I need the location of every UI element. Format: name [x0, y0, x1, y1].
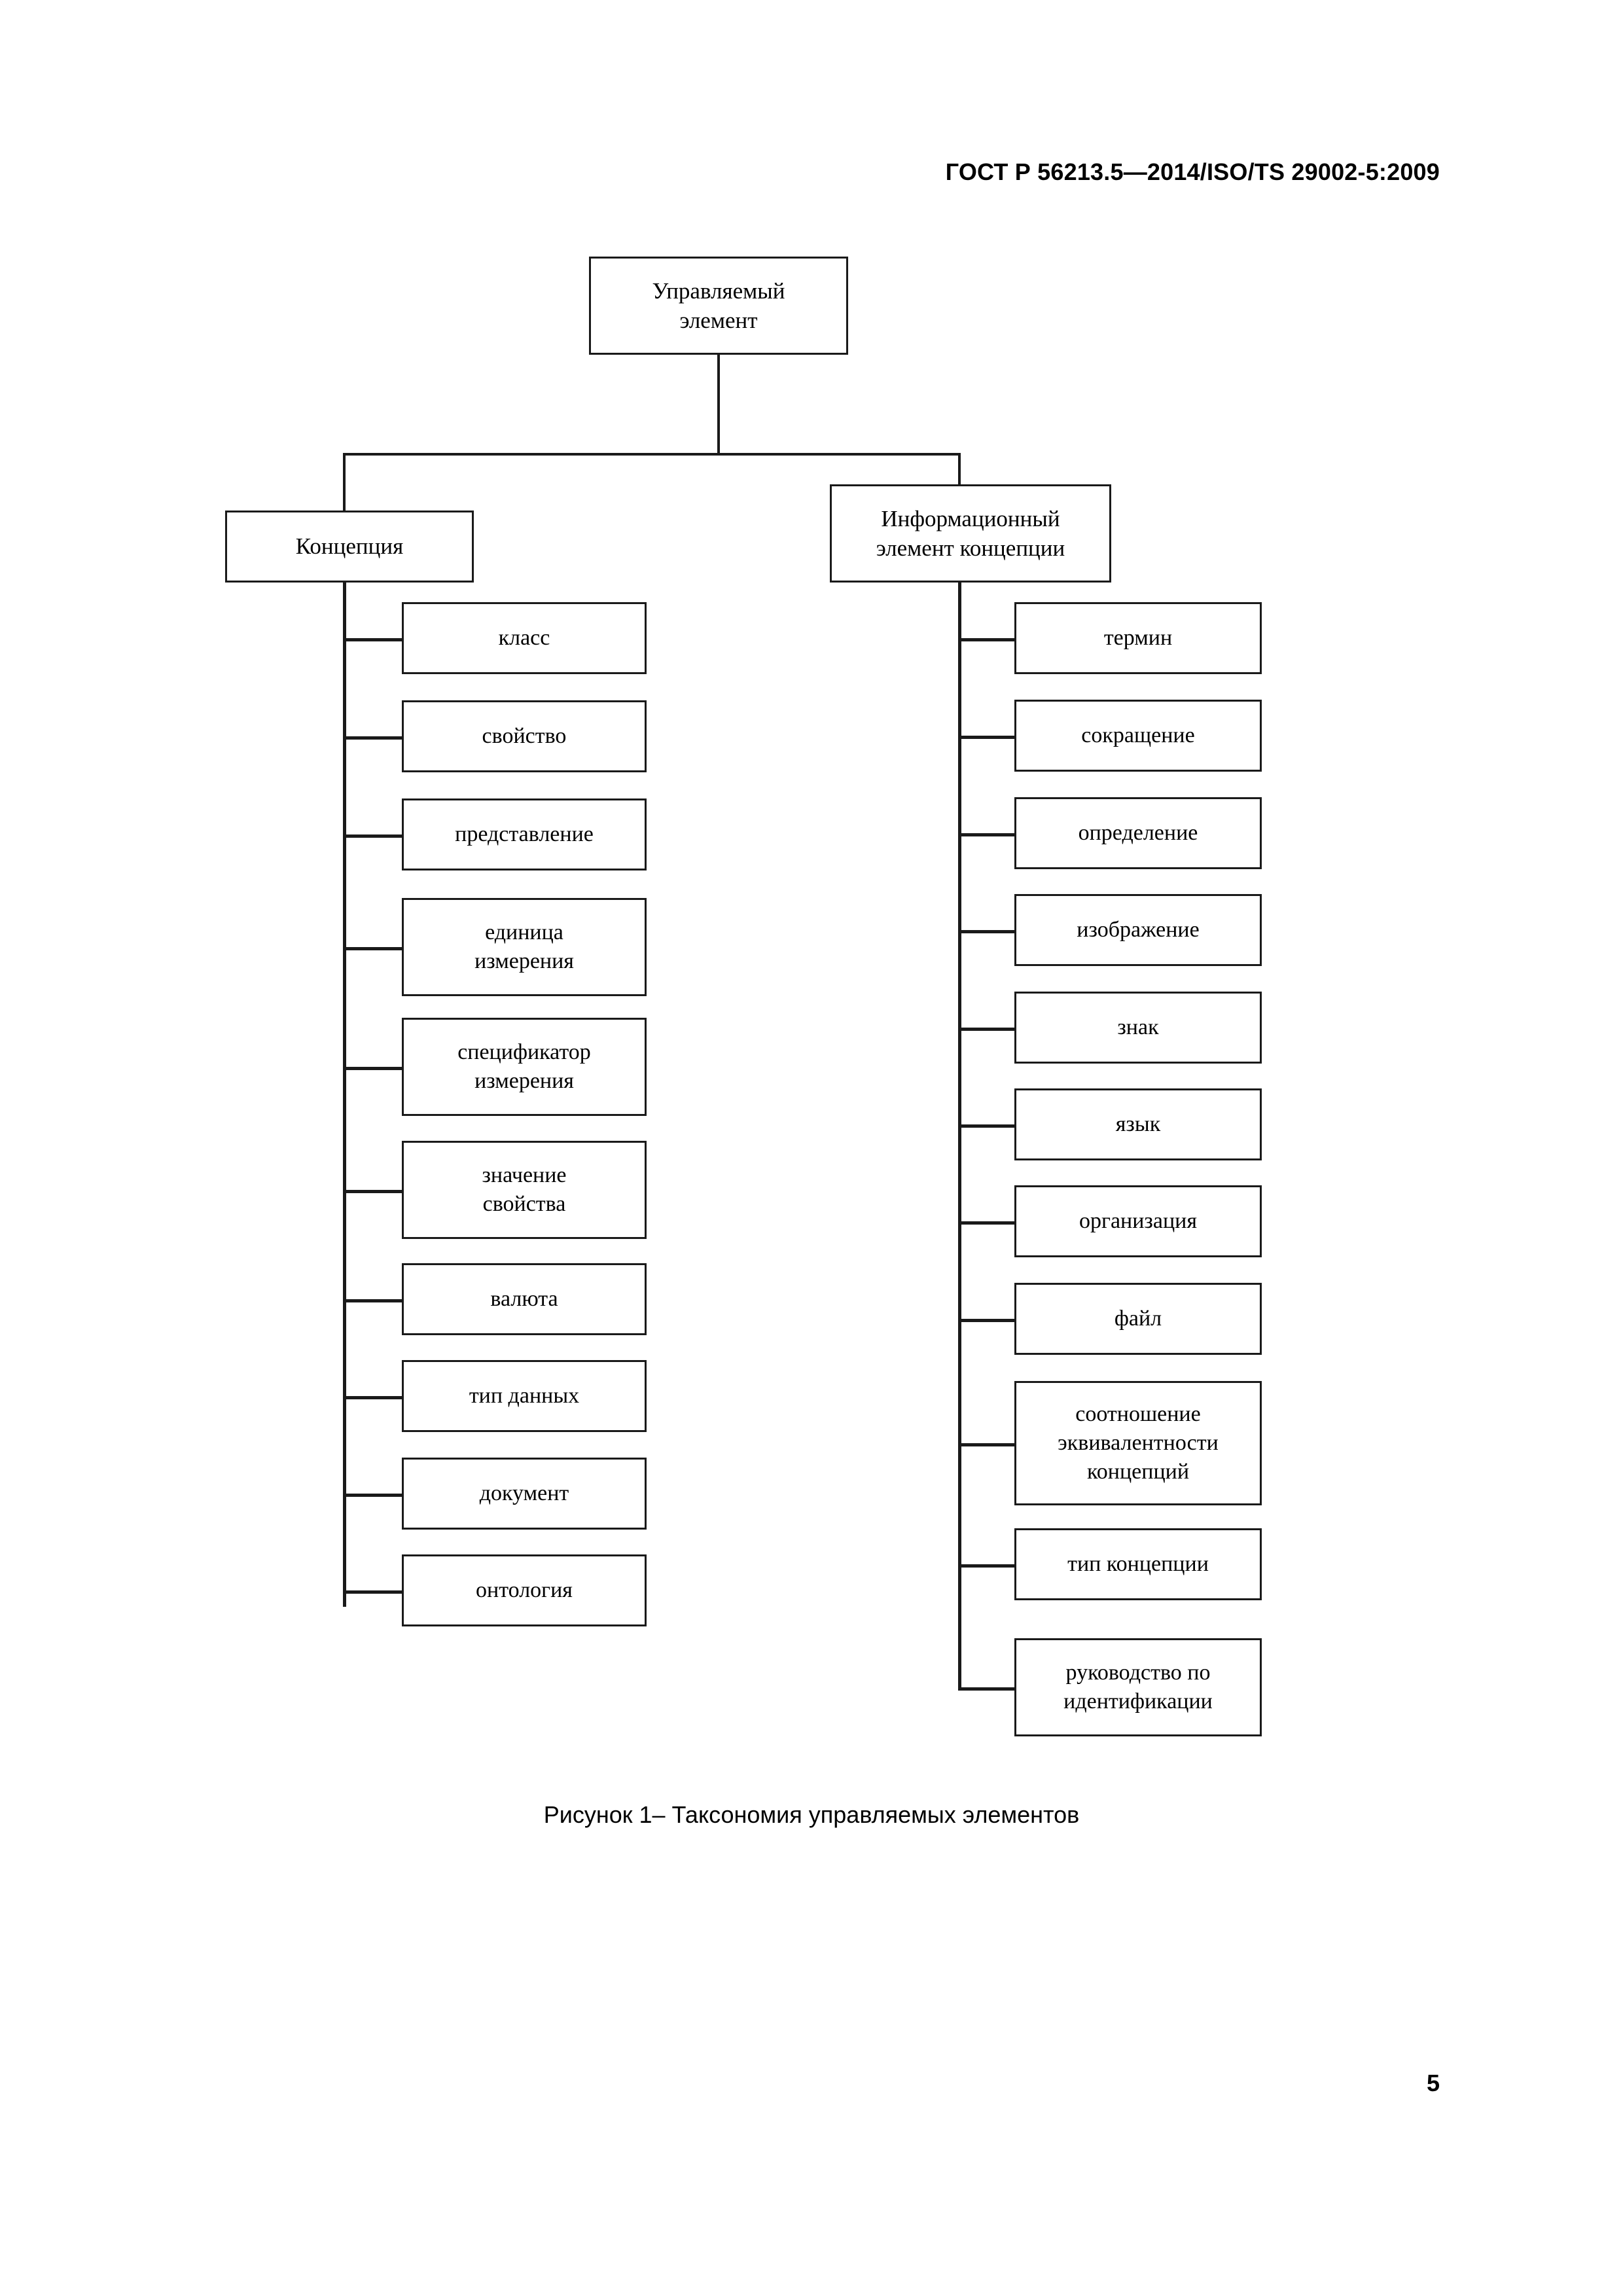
node-left-child-9-label: документ [479, 1480, 569, 1505]
connector-root-bar [343, 453, 961, 456]
node-right-child-9: соотношение эквивалентности концепций [1014, 1381, 1262, 1505]
node-right-child-5-label: знак [1117, 1014, 1159, 1039]
connector-left-stub-8 [343, 1396, 402, 1399]
node-left-child-6: значение свойства [402, 1141, 647, 1239]
connector-left-stub-4 [343, 947, 402, 950]
node-branch-info-element: Информационный элемент концепции [830, 484, 1111, 583]
connector-left-stub-5 [343, 1067, 402, 1070]
node-left-child-7: валюта [402, 1263, 647, 1335]
connector-right-stub-2 [958, 736, 1014, 739]
connector-root-drop [717, 355, 720, 454]
node-left-child-1-label: класс [498, 625, 550, 650]
node-left-child-4: единица измерения [402, 898, 647, 996]
connector-left-stub-6 [343, 1190, 402, 1193]
connector-left-trunk [343, 583, 346, 1607]
node-right-child-10: тип концепции [1014, 1528, 1262, 1600]
node-left-child-9: документ [402, 1458, 647, 1530]
node-left-child-10: онтология [402, 1554, 647, 1626]
node-right-child-6-label: язык [1115, 1111, 1161, 1136]
node-left-child-7-label: валюта [490, 1286, 558, 1311]
node-right-child-6: язык [1014, 1088, 1262, 1160]
connector-right-stub-11 [958, 1687, 1014, 1691]
node-right-child-8: файл [1014, 1283, 1262, 1355]
connector-right-stub-9 [958, 1443, 1014, 1446]
node-right-child-1-label: термин [1103, 625, 1173, 650]
node-left-child-4-label: единица измерения [474, 920, 574, 973]
node-left-child-5-label: спецификатор измерения [457, 1039, 591, 1093]
connector-left-stub-9 [343, 1494, 402, 1497]
figure-caption: Рисунок 1– Таксономия управляемых элемен… [543, 1801, 1080, 1828]
connector-right-stub-8 [958, 1319, 1014, 1322]
connector-left-stub-1 [343, 638, 402, 641]
node-left-child-1: класс [402, 602, 647, 674]
connector-left-stub-3 [343, 834, 402, 838]
node-right-child-4: изображение [1014, 894, 1262, 966]
page-number: 5 [1426, 2070, 1440, 2096]
node-root-label: Управляемый элемент [652, 278, 785, 334]
connector-right-stub-6 [958, 1124, 1014, 1128]
node-right-child-4-label: изображение [1077, 917, 1200, 942]
node-left-child-3: представление [402, 798, 647, 870]
node-right-child-5: знак [1014, 992, 1262, 1064]
document-header: ГОСТ Р 56213.5—2014/ISO/TS 29002-5:2009 [945, 158, 1440, 185]
node-right-child-9-label: соотношение эквивалентности концепций [1058, 1401, 1219, 1484]
connector-left-stub-2 [343, 736, 402, 740]
connector-right-stub-4 [958, 930, 1014, 933]
node-left-child-10-label: онтология [476, 1577, 573, 1602]
node-branch-concept-label: Концепция [295, 533, 404, 560]
node-right-child-1: термин [1014, 602, 1262, 674]
node-left-child-2-label: свойство [482, 723, 567, 748]
node-left-child-6-label: значение свойства [482, 1162, 567, 1216]
connector-left-stub-10 [343, 1590, 402, 1594]
node-branch-info-element-label: Информационный элемент концепции [876, 505, 1065, 562]
node-right-child-3: определение [1014, 797, 1262, 869]
connector-root-to-left-branch [343, 453, 346, 511]
connector-right-stub-10 [958, 1564, 1014, 1568]
connector-right-stub-5 [958, 1028, 1014, 1031]
node-right-child-2-label: сокращение [1081, 723, 1195, 747]
node-left-child-2: свойство [402, 700, 647, 772]
node-right-child-11: руководство по идентификации [1014, 1638, 1262, 1736]
node-branch-concept: Концепция [225, 511, 474, 583]
node-left-child-3-label: представление [455, 821, 594, 846]
connector-root-to-right-branch [958, 453, 961, 484]
node-right-child-11-label: руководство по идентификации [1063, 1660, 1213, 1713]
node-right-child-8-label: файл [1114, 1306, 1162, 1331]
node-root: Управляемый элемент [589, 257, 848, 355]
connector-left-stub-7 [343, 1299, 402, 1302]
node-left-child-8: тип данных [402, 1360, 647, 1432]
node-right-child-2: сокращение [1014, 700, 1262, 772]
connector-right-stub-3 [958, 833, 1014, 836]
connector-right-trunk [958, 583, 961, 1690]
node-left-child-8-label: тип данных [469, 1383, 580, 1408]
connector-right-stub-7 [958, 1221, 1014, 1225]
node-left-child-5: спецификатор измерения [402, 1018, 647, 1116]
connector-right-stub-1 [958, 638, 1014, 641]
node-right-child-7-label: организация [1079, 1208, 1197, 1233]
node-right-child-10-label: тип концепции [1067, 1551, 1209, 1576]
node-right-child-3-label: определение [1078, 820, 1198, 845]
node-right-child-7: организация [1014, 1185, 1262, 1257]
